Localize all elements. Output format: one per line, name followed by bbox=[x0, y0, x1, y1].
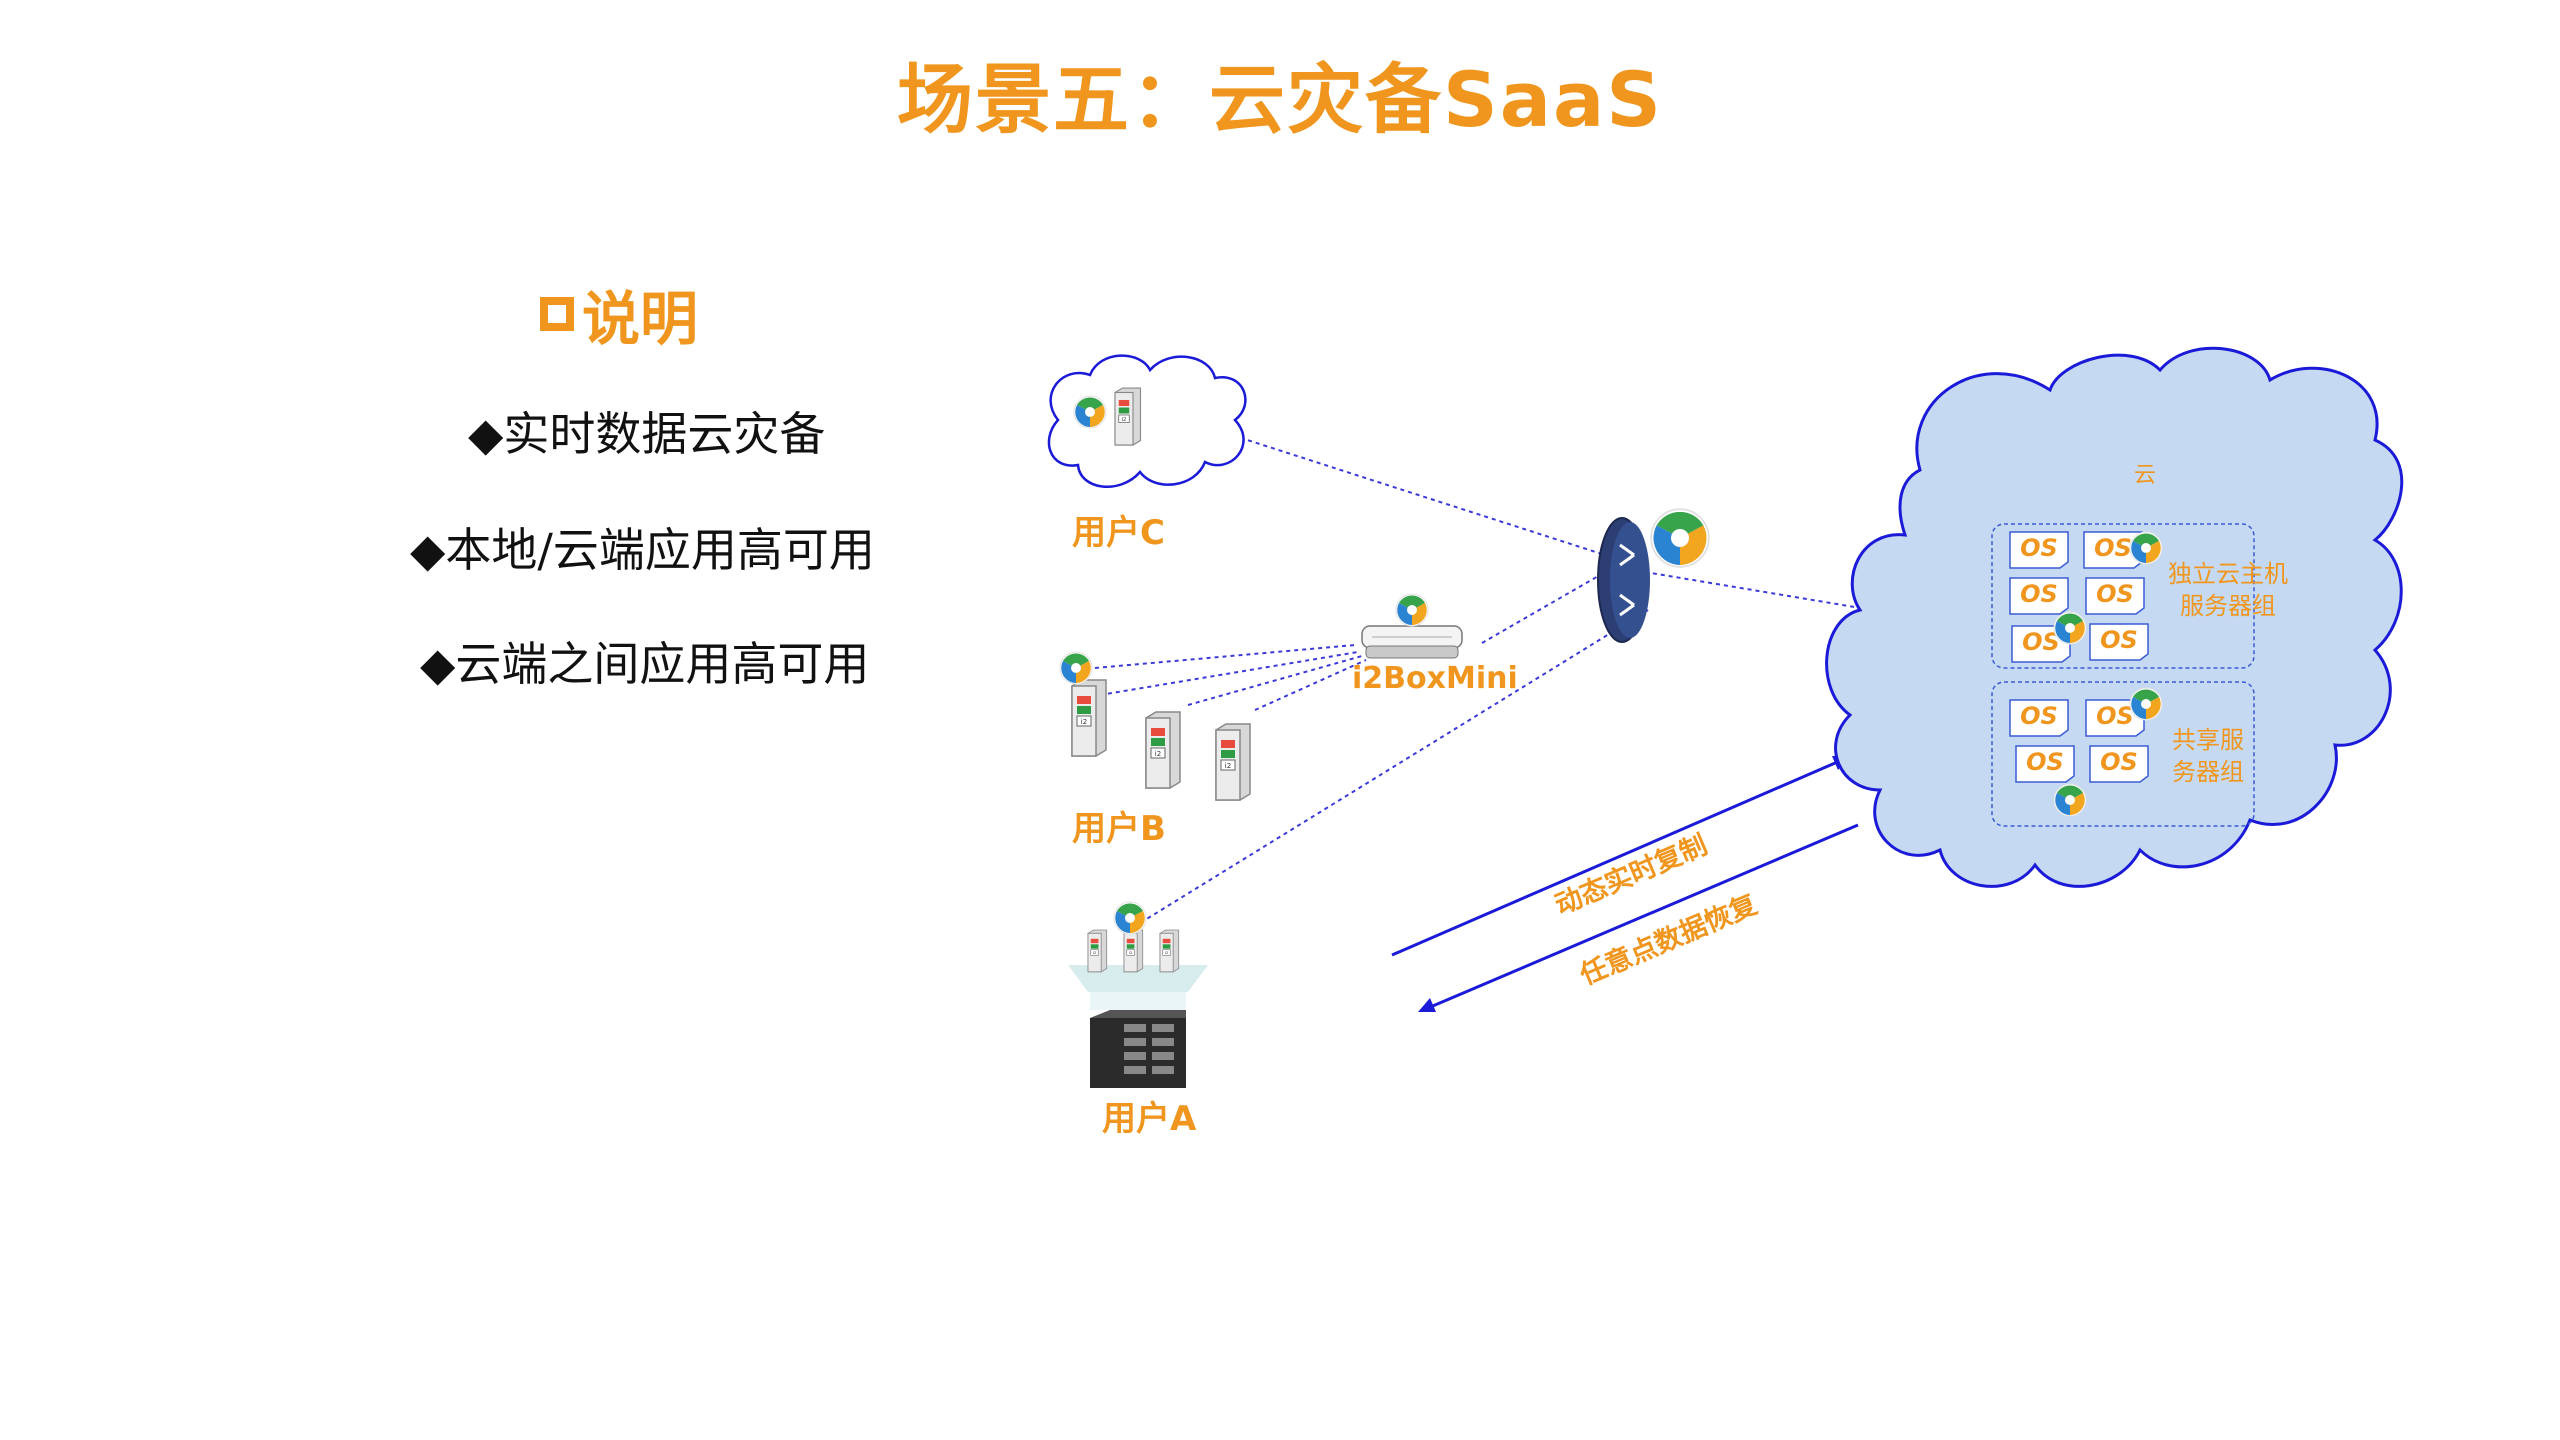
network-links bbox=[1094, 427, 2071, 921]
router-icon bbox=[1597, 508, 1710, 643]
checkbox-icon bbox=[540, 297, 574, 331]
group1-label-line1: 独立云主机 bbox=[2168, 560, 2288, 588]
page-title: 场景五：云灾备SaaS bbox=[896, 55, 1664, 144]
cloud-shape bbox=[1825, 346, 2404, 888]
i2boxmini-device bbox=[1361, 593, 1463, 659]
user-b-label: 用户B bbox=[1072, 809, 1166, 849]
notes-heading-label: 说明 bbox=[582, 285, 699, 353]
notes-heading: 说明 bbox=[540, 272, 698, 356]
user-a-label: 用户A bbox=[1102, 1099, 1197, 1139]
user-a-datacenter bbox=[1068, 901, 1208, 1088]
user-c-cloud bbox=[1047, 354, 1247, 488]
group2-label-line2: 务器组 bbox=[2172, 758, 2244, 786]
restore-arrow bbox=[1418, 823, 1859, 1012]
user-c-label: 用户C bbox=[1072, 513, 1165, 553]
shared-server-group bbox=[1991, 681, 2255, 827]
i2boxmini-label: i2BoxMini bbox=[1352, 661, 1518, 696]
note-item-local-cloud-ha: ◆本地/云端应用高可用 bbox=[410, 523, 875, 577]
note-item-cloud-cloud-ha: ◆云端之间应用高可用 bbox=[420, 637, 870, 691]
dedicated-host-group bbox=[1991, 523, 2255, 669]
cloud-label: 云 bbox=[2134, 463, 2156, 488]
group1-label-line2: 服务器组 bbox=[2180, 592, 2276, 620]
group2-label-line1: 共享服 bbox=[2172, 726, 2244, 754]
note-item-realtime: ◆实时数据云灾备 bbox=[468, 407, 826, 461]
